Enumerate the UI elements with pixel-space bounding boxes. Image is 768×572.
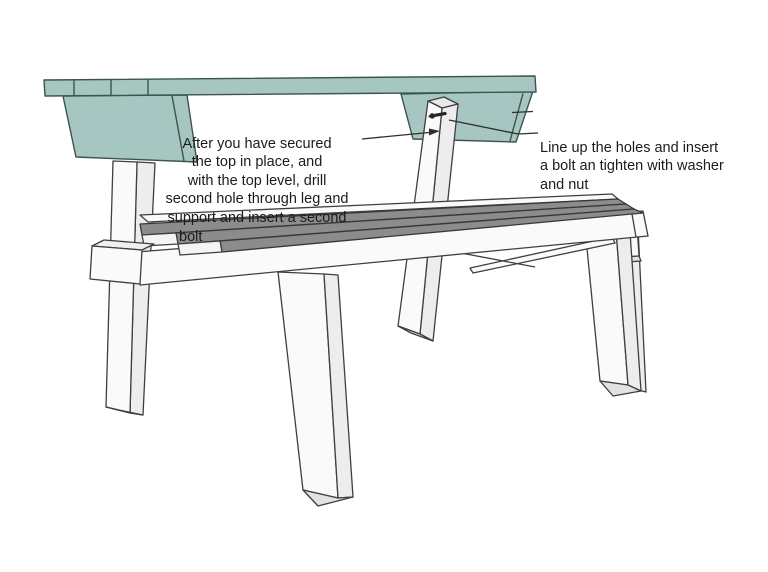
right-annotation-text: Line up the holes and insert a bolt an t… [540,139,724,193]
support-pointer-line [511,110,534,114]
right-annotation: Line up the holes and insert a bolt an t… [540,120,750,194]
bolt-icon [428,111,447,119]
leader-lines [361,110,539,140]
top-right-support [400,90,534,143]
left-annotation-text: After you have secured the top in place,… [165,135,349,226]
seat-boards [139,198,644,253]
right-note-leader [448,119,539,135]
seat-apron-end-edge [631,213,637,238]
left-note-leader [361,131,430,140]
board-end-face-2 [177,240,223,256]
left-annotation: After you have secured the top in place,… [153,116,361,265]
left-annotation-last-line: bolt [179,228,203,245]
right-front-leg [584,227,642,397]
tabletop-board-divisions [73,79,149,96]
tabletop-board [43,75,537,97]
top-left-support-edge [171,95,185,162]
seat-group [89,193,649,286]
seat-end-cap-front [89,245,143,285]
front-middle-leg [277,271,354,507]
leader-arrowhead [429,128,440,136]
left-rear-leg [105,160,156,416]
